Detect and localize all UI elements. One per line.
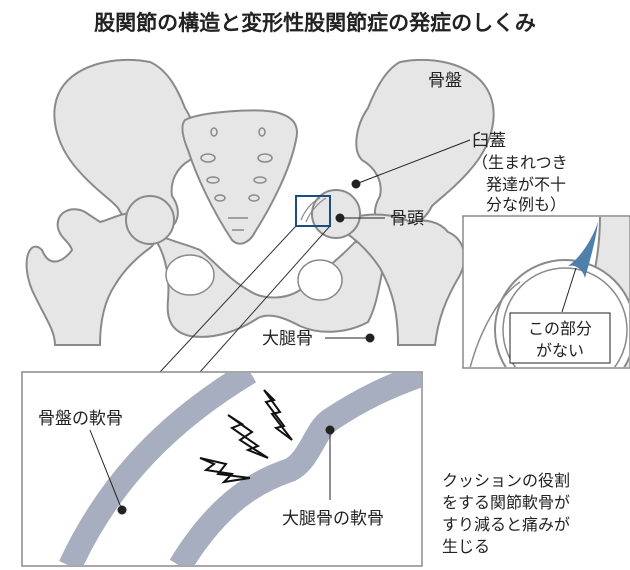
- left-iliac-wing: [53, 58, 197, 234]
- inset-label-2: がない: [536, 341, 584, 360]
- right-femur: [326, 213, 466, 346]
- zoom-line-left: [159, 225, 297, 373]
- acetabulum-inset: この部分 がない: [462, 215, 630, 369]
- label-femur: 大腿骨: [262, 329, 313, 349]
- label-acetabulum: 臼蓋: [472, 131, 506, 151]
- caption-line-1: クッションの役割: [442, 471, 570, 490]
- sacrum: [181, 109, 298, 245]
- pelvis-illustration: [25, 58, 495, 373]
- label-acetabulum-note-3: 分な例も）: [486, 195, 566, 214]
- label-femur-cartilage: 大腿骨の軟骨: [282, 509, 384, 529]
- label-femoral-head: 骨頭: [390, 209, 424, 229]
- caption-line-3: すり減ると痛みが: [442, 515, 570, 534]
- left-femoral-head: [125, 195, 175, 245]
- zoom-line-right: [199, 225, 331, 373]
- missing-acetabulum-area: [568, 222, 598, 278]
- pain-lightning-icon: [199, 389, 293, 484]
- inset-label-1: この部分: [528, 319, 592, 338]
- pelvis-cartilage: [59, 373, 257, 565]
- caption-line-4: 生じる: [442, 537, 490, 556]
- label-pelvis-cartilage: 骨盤の軟骨: [38, 409, 123, 429]
- caption-line-2: をする関節軟骨が: [442, 493, 570, 512]
- cartilage-panel: 骨盤の軟骨 大腿骨の軟骨: [21, 371, 423, 567]
- lower-pelvis: [149, 229, 394, 338]
- left-obturator-foramen: [165, 254, 215, 296]
- label-pelvis: 骨盤: [428, 71, 462, 91]
- magnify-box: [295, 195, 331, 227]
- magnify-box-detail: [300, 197, 327, 223]
- label-acetabulum-note-1: （生まれつき: [472, 153, 568, 172]
- leader-lines: [325, 139, 471, 343]
- right-obturator-foramen: [297, 259, 343, 301]
- caption: クッションの役割 をする関節軟骨が すり減ると痛みが 生じる: [442, 471, 570, 556]
- page-title: 股関節の構造と変形性股関節症の発症のしくみ: [94, 11, 536, 35]
- sacral-foramina: [200, 127, 273, 231]
- femur-cartilage: [169, 373, 421, 565]
- label-acetabulum-note-2: 発達が不十: [486, 175, 566, 194]
- right-femoral-head: [311, 189, 361, 239]
